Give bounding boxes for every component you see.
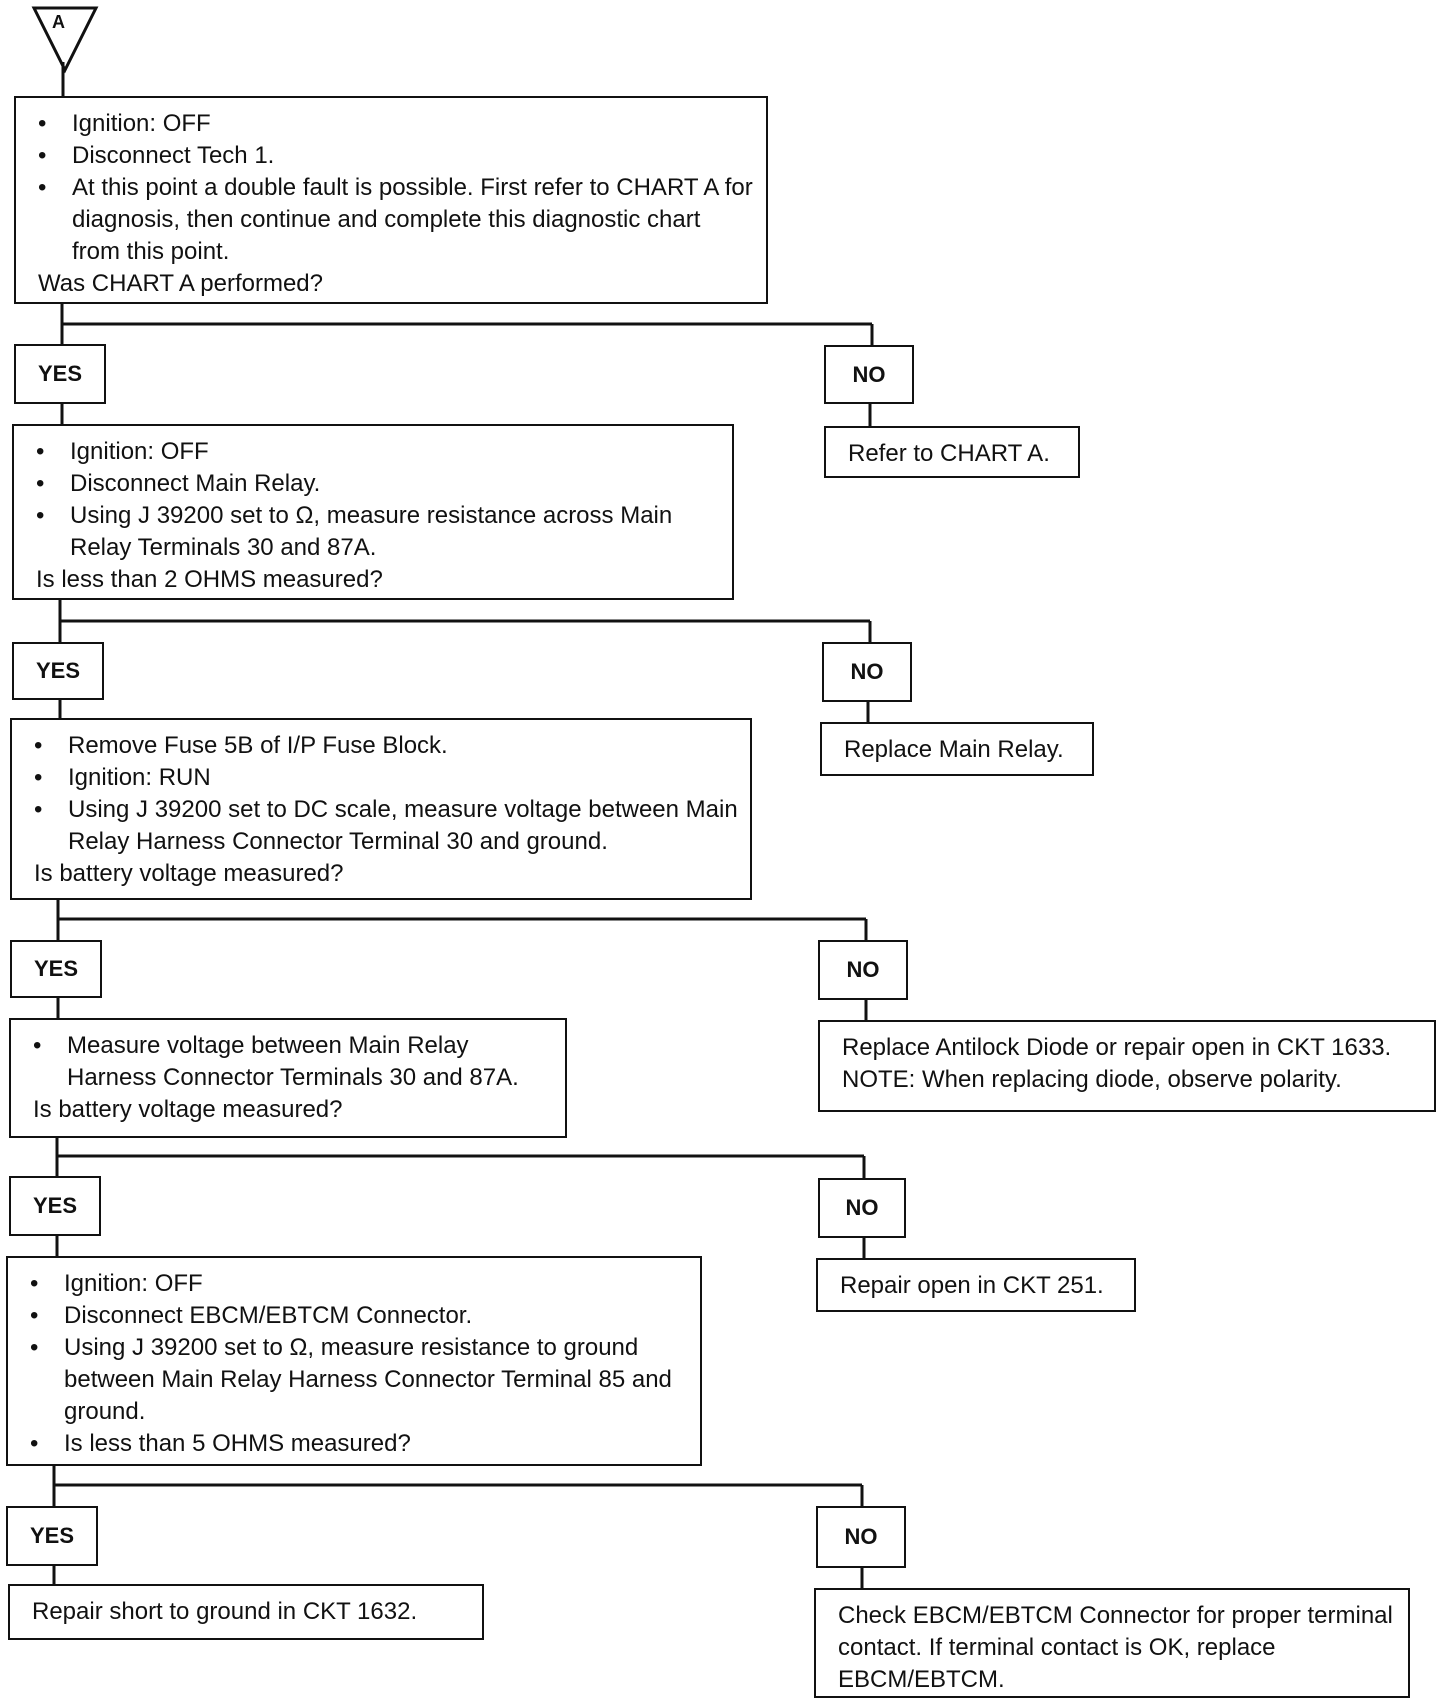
step-3-box: Remove Fuse 5B of I/P Fuse Block. Igniti… <box>10 718 752 900</box>
step-4-yes-label: YES <box>9 1176 101 1236</box>
step-1-item: At this point a double fault is possible… <box>16 172 754 268</box>
step-2-box: Ignition: OFF Disconnect Main Relay. Usi… <box>12 424 734 600</box>
step-4-no-label: NO <box>818 1178 906 1238</box>
step-5-item: Is less than 5 OHMS measured? <box>8 1428 688 1460</box>
entry-marker-label: A <box>52 12 65 32</box>
step-2-item: Ignition: OFF <box>14 436 720 468</box>
step-4-no-result: Repair open in CKT 251. <box>816 1258 1136 1312</box>
step-3-question: Is battery voltage measured? <box>34 860 344 887</box>
step-1-box: Ignition: OFF Disconnect Tech 1. At this… <box>14 96 768 304</box>
step-1-no-label: NO <box>824 345 914 404</box>
step-5-list: Ignition: OFF Disconnect EBCM/EBTCM Conn… <box>8 1268 688 1460</box>
step-4-list: Measure voltage between Main Relay Harne… <box>11 1030 553 1094</box>
step-5-item: Disconnect EBCM/EBTCM Connector. <box>8 1300 688 1332</box>
step-3-item: Remove Fuse 5B of I/P Fuse Block. <box>12 730 738 762</box>
step-3-no-label: NO <box>818 940 908 1000</box>
step-5-yes-label: YES <box>6 1506 98 1566</box>
step-2-yes-label: YES <box>12 642 104 700</box>
step-5-box: Ignition: OFF Disconnect EBCM/EBTCM Conn… <box>6 1256 702 1466</box>
step-5-no-label: NO <box>816 1506 906 1568</box>
step-1-yes-label: YES <box>14 344 106 404</box>
step-4-item: Measure voltage between Main Relay Harne… <box>11 1030 553 1094</box>
step-5-item: Ignition: OFF <box>8 1268 688 1300</box>
step-3-list: Remove Fuse 5B of I/P Fuse Block. Igniti… <box>12 730 738 858</box>
step-3-item: Ignition: RUN <box>12 762 738 794</box>
step-4-question: Is battery voltage measured? <box>33 1096 343 1123</box>
step-2-question: Is less than 2 OHMS measured? <box>36 566 383 593</box>
step-4-box: Measure voltage between Main Relay Harne… <box>9 1018 567 1138</box>
entry-triangle <box>31 6 99 74</box>
step-1-question: Was CHART A performed? <box>38 270 323 297</box>
step-2-no-label: NO <box>822 642 912 702</box>
step-3-item: Using J 39200 set to DC scale, measure v… <box>12 794 738 858</box>
step-2-no-result: Replace Main Relay. <box>820 722 1094 776</box>
step-1-item: Disconnect Tech 1. <box>16 140 754 172</box>
step-1-list: Ignition: OFF Disconnect Tech 1. At this… <box>16 108 754 268</box>
step-3-no-result: Replace Antilock Diode or repair open in… <box>818 1020 1436 1112</box>
step-5-no-result: Check EBCM/EBTCM Connector for proper te… <box>814 1588 1410 1698</box>
step-5-item: Using J 39200 set to Ω, measure resistan… <box>8 1332 688 1428</box>
step-2-item: Using J 39200 set to Ω, measure resistan… <box>14 500 720 564</box>
step-1-item: Ignition: OFF <box>16 108 754 140</box>
step-2-list: Ignition: OFF Disconnect Main Relay. Usi… <box>14 436 720 564</box>
step-2-item: Disconnect Main Relay. <box>14 468 720 500</box>
step-1-no-result: Refer to CHART A. <box>824 426 1080 478</box>
entry-marker: A <box>26 6 100 66</box>
step-3-yes-label: YES <box>10 940 102 998</box>
step-5-yes-result: Repair short to ground in CKT 1632. <box>8 1584 484 1640</box>
